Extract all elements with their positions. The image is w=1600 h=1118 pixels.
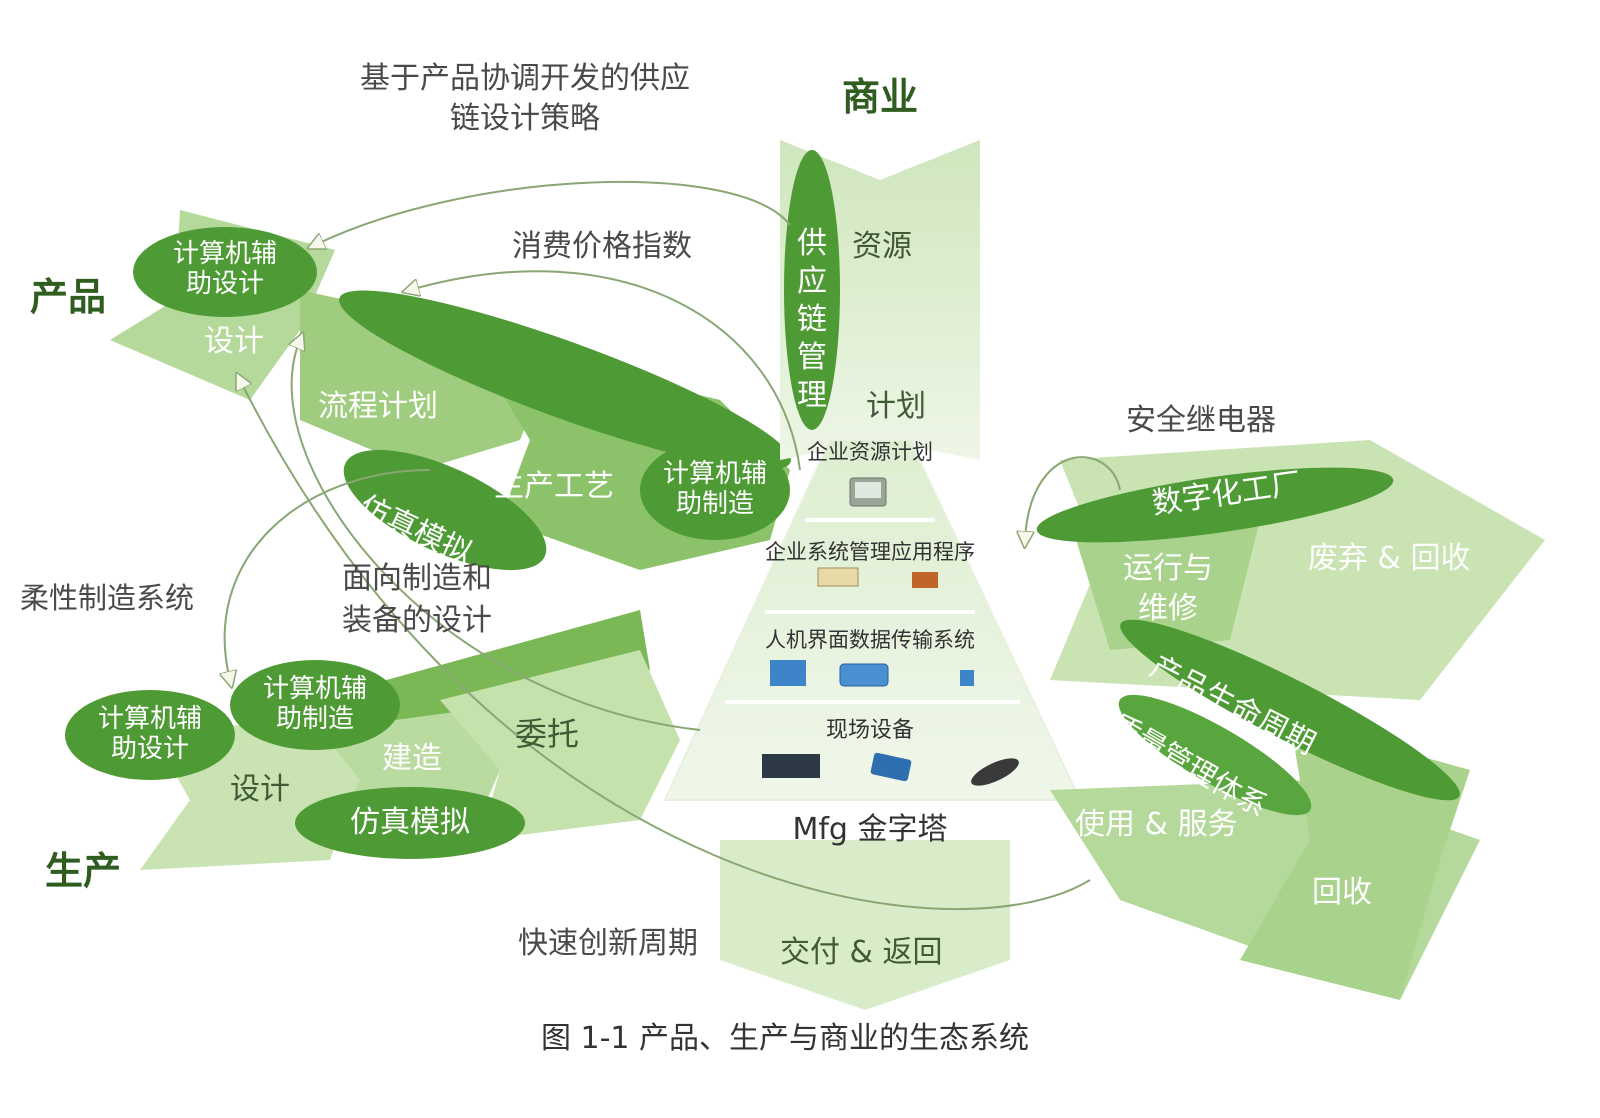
production-cam-ellipse[interactable]: [230, 660, 400, 750]
arrow-flexible-mfg: [225, 469, 431, 680]
disposal-label: 废弃 & 回收: [1308, 541, 1471, 576]
product-cad-ellipse[interactable]: [133, 227, 317, 317]
product-flow: [110, 210, 791, 594]
business-flow: [720, 140, 1010, 1010]
flow-arrows: [225, 180, 1121, 911]
scm-label: 供应链管理: [797, 226, 827, 413]
mfg-pyramid: [663, 439, 1082, 801]
arrow-cpi: [410, 270, 801, 471]
production-commission-chevron: [440, 650, 680, 840]
field-drive-icon: [870, 752, 912, 782]
erp-monitor-screen-icon: [855, 482, 881, 498]
arrow-dfm-loop: [292, 340, 701, 731]
delivery-label: 交付 & 返回: [780, 935, 943, 970]
mes-robot-icon: [912, 572, 938, 588]
production-flow: [65, 610, 680, 870]
arrow-rapid-cycle: [240, 380, 1091, 911]
product-cam-line1: 计算机辅: [662, 459, 768, 489]
field-plc-icon: [762, 754, 820, 778]
production-cad-line2: 助设计: [110, 734, 190, 764]
pyramid-erp-label: 企业资源计划: [807, 440, 933, 464]
field-sensor-icon: [971, 758, 1019, 786]
product-simulation-ellipse[interactable]: [328, 425, 563, 594]
arrow-safety-relay: [1025, 456, 1121, 540]
supply-chain-strategy-line2: 链设计策略: [450, 101, 600, 136]
arrow-supply-chain-strategy: [315, 180, 791, 245]
product-cam-line2: 助制造: [675, 489, 755, 519]
hmi-screen-icon: [770, 660, 806, 686]
production-cad-line1: 计算机辅: [97, 704, 203, 734]
dfm-label-line2: 装备的设计: [342, 603, 492, 638]
product-dark-band: [339, 290, 791, 470]
pyramid-hmi-label: 人机界面数据传输系统: [765, 628, 975, 652]
digital-factory-ellipse[interactable]: [1033, 452, 1397, 558]
hmi-panel-icon: [839, 663, 889, 687]
recycle-label: 回收: [1312, 875, 1372, 910]
heading-production: 生产: [45, 849, 122, 893]
supply-chain-strategy-line1: 基于产品协调开发的供应: [360, 61, 690, 96]
ops-maint-line2: 维修: [1138, 591, 1198, 626]
figure-caption: 图 1-1 产品、生产与商业的生态系统: [540, 1021, 1030, 1056]
hmi-device-icon: [960, 670, 974, 686]
production-design-label: 设计: [230, 772, 290, 807]
heading-product: 产品: [30, 275, 107, 319]
business-bottom-chevron: [720, 840, 1010, 1010]
production-simulation-ellipse[interactable]: [295, 787, 525, 859]
ops-maint-line1: 运行与: [1123, 551, 1213, 586]
resources-label: 资源: [852, 229, 912, 264]
product-cad-line1: 计算机辅: [172, 239, 278, 269]
dfm-label-line1: 面向制造和: [342, 561, 492, 596]
production-commission-label: 委托: [515, 715, 580, 753]
safety-relay-label: 安全继电器: [1126, 403, 1276, 438]
plm-ellipse[interactable]: [1107, 597, 1473, 823]
production-process-label: 生产工艺: [494, 469, 614, 504]
use-service-label: 使用 & 服务: [1075, 807, 1238, 842]
mes-server-icon: [817, 567, 859, 587]
heading-business: 商业: [842, 75, 919, 119]
flexible-mfg-label: 柔性制造系统: [20, 581, 195, 615]
production-simulation-label: 仿真模拟: [350, 805, 470, 840]
qms-ellipse[interactable]: [1106, 676, 1325, 834]
cpi-label: 消费价格指数: [512, 229, 692, 264]
scm-ellipse[interactable]: [784, 150, 840, 430]
pyramid-mes-label: 企业系统管理应用程序: [765, 540, 975, 564]
pyramid-field-label: 现场设备: [825, 718, 915, 743]
lifecycle-flow: [1033, 440, 1545, 1000]
production-cam-line1: 计算机辅: [262, 674, 368, 704]
production-cad-ellipse[interactable]: [65, 690, 235, 780]
rapid-cycle-label: 快速创新周期: [518, 926, 698, 961]
production-build-label: 建造: [382, 741, 442, 776]
process-plan-label: 流程计划: [318, 389, 438, 424]
plan-label: 计划: [866, 389, 926, 424]
product-cad-line2: 助设计: [185, 269, 265, 299]
production-cam-line2: 助制造: [275, 704, 355, 734]
product-design-label: 设计: [204, 324, 264, 359]
product-cam-ellipse[interactable]: [640, 440, 790, 540]
pyramid-name-label: Mfg 金字塔: [792, 812, 948, 847]
lifecycle-ops-chevron: [1070, 520, 1260, 650]
